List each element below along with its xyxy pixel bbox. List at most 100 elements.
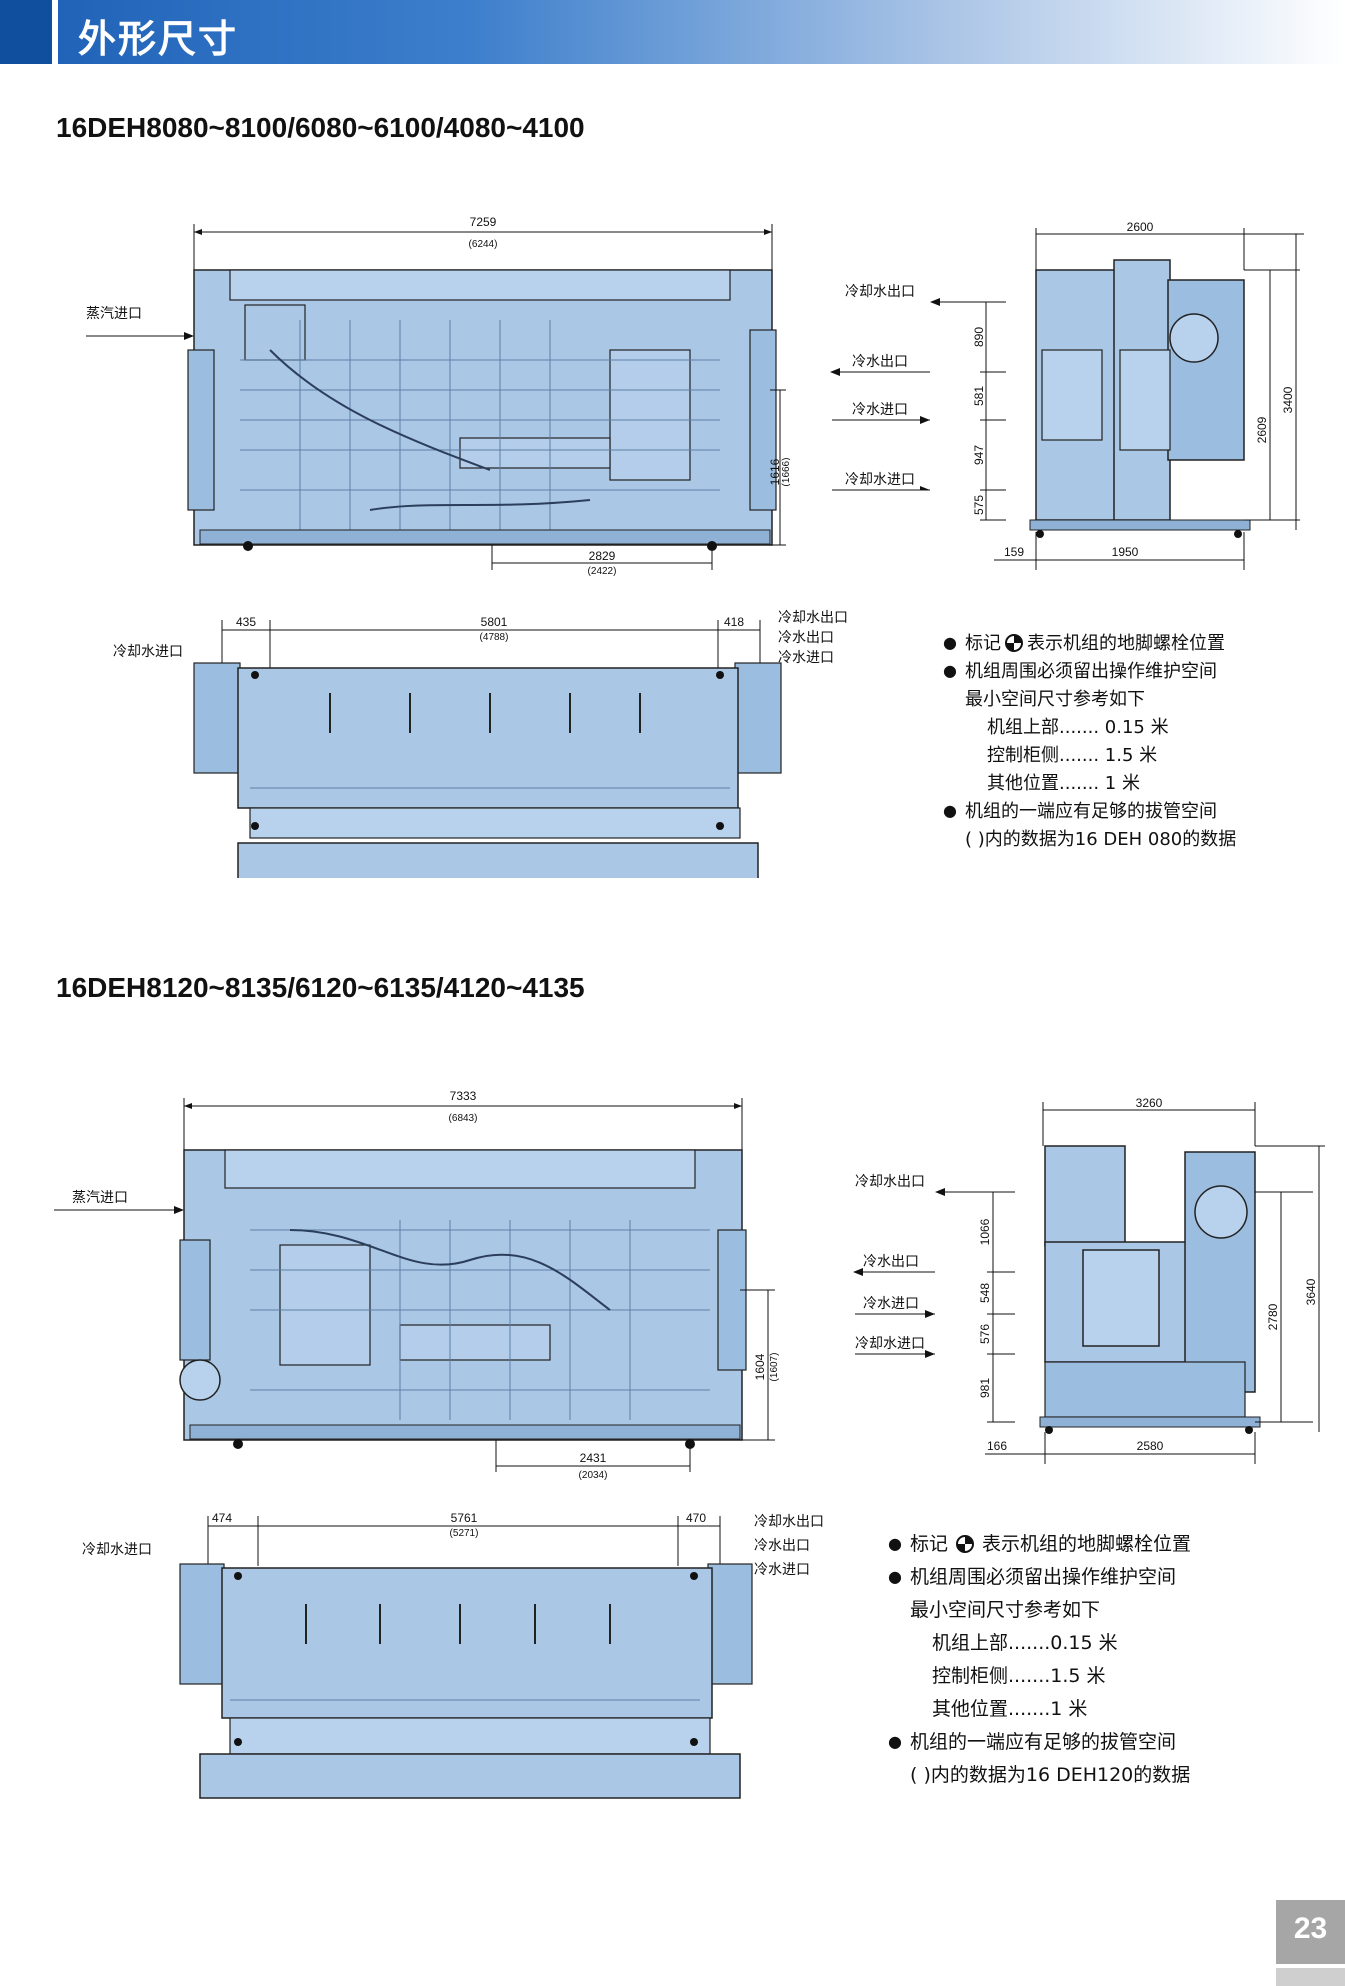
dim-bottom-1: 2829 [589, 549, 616, 563]
page-number-box [1276, 1900, 1345, 1964]
dim-top-left-1: 435 [236, 615, 256, 629]
dim-total-alt-1: (6244) [469, 239, 498, 250]
label-cw-in-1: 冷却水进口 [845, 472, 915, 488]
label-cw-out-2: 冷却水出口 [855, 1174, 925, 1190]
label-cw-out-1: 冷却水出口 [845, 284, 915, 300]
machine-front-body-2 [179, 1149, 747, 1449]
dim-top-mid-1: 5801 [481, 615, 508, 629]
dim-side-h4-1: 575 [972, 495, 986, 515]
anchor-bolt-icon [956, 1535, 975, 1553]
note-4: 机组上部.......0.15 米 [932, 1632, 1118, 1654]
bullet-icon: ● [888, 1567, 902, 1586]
model-title-2: 16DEH8120~8135/6120~6135/4120~4135 [56, 972, 585, 1003]
dim-base-left-1: 159 [1004, 545, 1024, 559]
dim-total-h-2: 3640 [1304, 1278, 1318, 1305]
header-separator [52, 0, 58, 64]
label-top-chw-in-2: 冷水进口 [754, 1562, 810, 1578]
note-5: 控制柜侧.......1.5 米 [932, 1665, 1106, 1687]
dim-side-h3-2: 576 [978, 1324, 992, 1344]
label-top-chw-out-2: 冷水出口 [754, 1538, 810, 1554]
note-4: 机组上部....... 0.15 米 [987, 717, 1169, 738]
header-accent-block [0, 0, 52, 64]
label-top-chw-in-1: 冷水进口 [778, 650, 834, 666]
dim-total-h-1: 3400 [1281, 386, 1295, 413]
dim-top-mid-2: 5761 [451, 1511, 478, 1525]
note-3: 最小空间尺寸参考如下 [910, 1599, 1101, 1621]
dim-base-width-1: 1950 [1112, 545, 1139, 559]
dim-base-left-2: 166 [987, 1439, 1007, 1453]
page-number: 23 [1293, 1912, 1328, 1945]
dim-base-width-2: 2580 [1137, 1439, 1164, 1453]
machine-top-body-2 [179, 1563, 753, 1799]
dim-side-h4-2: 981 [978, 1378, 992, 1398]
note-3: 最小空间尺寸参考如下 [965, 689, 1145, 710]
dim-side-h2-1: 581 [972, 386, 986, 406]
dim-width-side-1: 2600 [1127, 220, 1154, 234]
dim-height-2: 1604 [753, 1353, 767, 1380]
dim-height-alt-2: (1607) [769, 1353, 780, 1382]
note-2: 机组周围必须留出操作维护空间 [910, 1566, 1177, 1588]
notes-2: ● 标记 表示机组的地脚螺栓位置 ● 机组周围必须留出操作维护空间 最小空间尺寸参考如… [888, 1528, 1192, 1792]
bullet-icon: ● [888, 1534, 902, 1553]
machine-side-body-2 [1039, 1145, 1261, 1434]
front-view-1: 7259 (6244) 蒸汽进口 1616 (1666) 2829 (2422) [70, 210, 790, 580]
header-bar: 外形尺寸 [0, 0, 1345, 64]
note-8: ( )内的数据为16 DEH120的数据 [910, 1764, 1191, 1786]
label-top-cw-out-1: 冷却水出口 [778, 610, 848, 626]
dim-top-left-2: 474 [212, 1511, 232, 1525]
top-view-1: 冷却水进口 435 5801 (4788) 418 冷却水出口 冷水出口 冷水进… [110, 608, 870, 878]
note-1-a: 标记 [965, 633, 1001, 654]
bullet-icon: ● [943, 661, 957, 680]
dim-total-alt-2: (6843) [449, 1113, 478, 1124]
machine-top-body-1 [193, 662, 782, 878]
dim-height-1: 1616 [768, 458, 782, 485]
dim-total-2: 7333 [450, 1089, 477, 1103]
dim-side-h1-2: 1066 [978, 1218, 992, 1245]
machine-front-body-1 [187, 269, 777, 551]
dim-bottom-2: 2431 [580, 1451, 607, 1465]
top-view-2: 冷却水进口 474 5761 (5271) 470 冷却水出口 冷水出口 冷水进… [80, 1504, 840, 1804]
anchor-bolt-icon [1005, 634, 1023, 652]
note-1-b: 表示机组的地脚螺栓位置 [982, 1533, 1192, 1555]
dim-top-mid-alt-1: (4788) [480, 632, 509, 643]
model-title-1: 16DEH8080~8100/6080~6100/4080~4100 [56, 112, 585, 143]
notes-1: ● 标记 表示机组的地脚螺栓位置 ● 机组周围必须留出操作维护空间 最小空间尺寸参考如… [943, 630, 1237, 854]
note-1-a: 标记 [910, 1533, 949, 1555]
dim-height-alt-1: (1666) [781, 458, 790, 487]
dim-inner-h-2: 2780 [1266, 1303, 1280, 1330]
bullet-icon: ● [943, 633, 957, 652]
bullet-icon: ● [943, 801, 957, 820]
dim-bottom-alt-2: (2034) [579, 1470, 608, 1481]
label-chw-out-2: 冷水出口 [863, 1254, 919, 1270]
dim-top-right-1: 418 [724, 615, 744, 629]
front-view-2: 7333 (6843) 蒸汽进口 1604 (1607) 2431 (2034) [50, 1080, 790, 1490]
dim-side-h3-1: 947 [972, 445, 986, 465]
note-1-b: 表示机组的地脚螺栓位置 [1027, 633, 1225, 654]
machine-side-body-1 [1029, 259, 1251, 538]
note-6: 其他位置.......1 米 [932, 1698, 1088, 1720]
label-top-cw-out-2: 冷却水出口 [754, 1514, 824, 1530]
note-7: 机组的一端应有足够的拔管空间 [910, 1731, 1177, 1753]
label-chw-in-1: 冷水进口 [852, 402, 908, 418]
note-5: 控制柜侧....... 1.5 米 [987, 745, 1158, 766]
page-number-strip [1276, 1968, 1345, 1986]
dim-side-h2-2: 548 [978, 1283, 992, 1303]
page-title: 外形尺寸 [78, 17, 239, 61]
label-steam-in-1: 蒸汽进口 [86, 306, 142, 322]
label-top-cw-in-2: 冷却水进口 [82, 1542, 152, 1558]
label-steam-in-2: 蒸汽进口 [72, 1190, 128, 1206]
dim-top-right-2: 470 [686, 1511, 706, 1525]
dim-top-mid-alt-2: (5271) [450, 1528, 479, 1539]
bullet-icon: ● [888, 1732, 902, 1751]
dim-width-side-2: 3260 [1136, 1096, 1163, 1110]
dim-side-h1-1: 890 [972, 327, 986, 347]
dim-bottom-alt-1: (2422) [588, 566, 617, 577]
dim-total-1: 7259 [470, 215, 497, 229]
label-cw-in-2: 冷却水进口 [855, 1336, 925, 1352]
side-view-2: 冷却水出口 冷水出口 冷水进口 冷却水进口 3260 1066 548 576 … [835, 1092, 1345, 1482]
note-8: ( )内的数据为16 DEH 080的数据 [965, 829, 1237, 850]
note-2: 机组周围必须留出操作维护空间 [965, 661, 1217, 682]
label-top-cw-in-1: 冷却水进口 [113, 644, 183, 660]
note-7: 机组的一端应有足够的拔管空间 [965, 801, 1217, 822]
dim-inner-h-1: 2609 [1255, 416, 1269, 443]
